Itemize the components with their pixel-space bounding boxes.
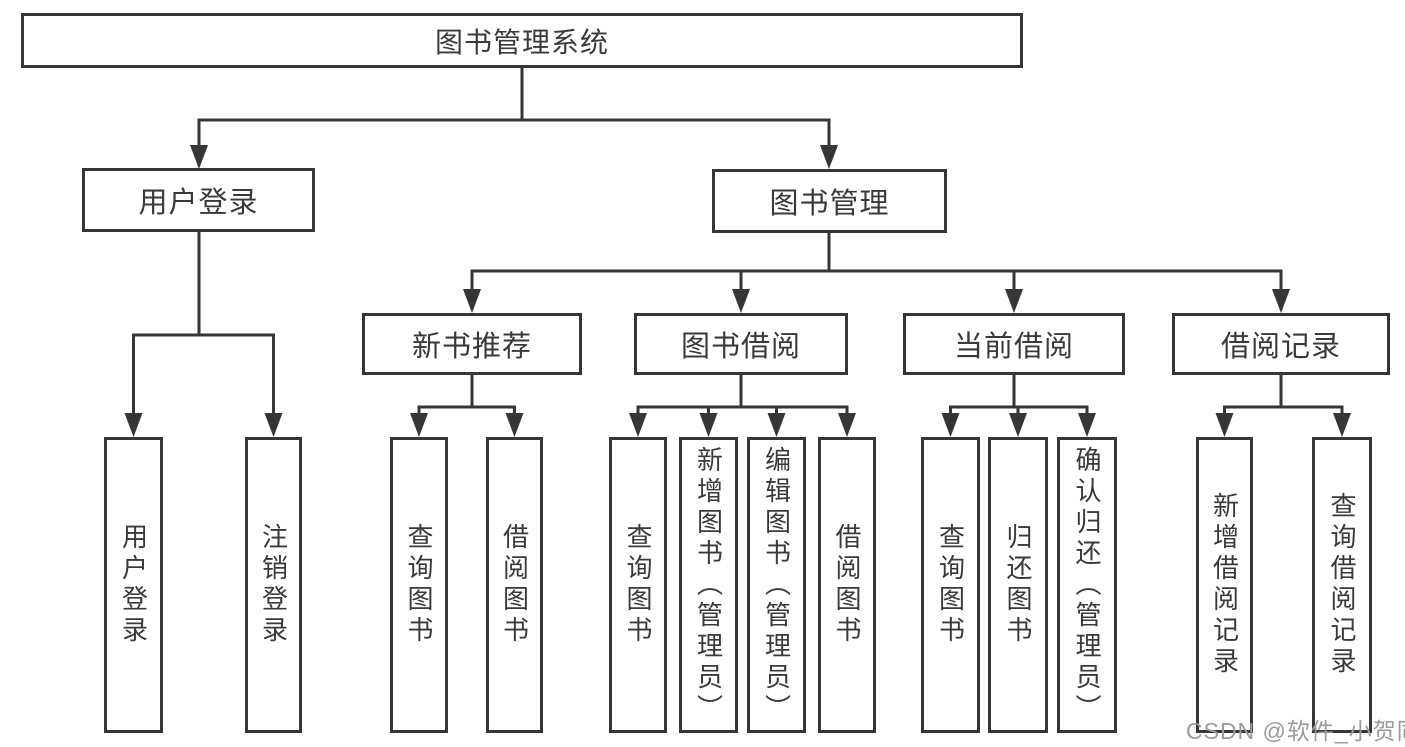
- leaf-label: 借阅图书: [499, 523, 530, 647]
- leaf-add-borrow-record: 新增借阅记录: [1196, 437, 1253, 733]
- leaf-query-borrow-record: 查询借阅记录: [1312, 437, 1372, 733]
- node-label: 图书借阅: [680, 331, 801, 363]
- leaf-add-books-admin: 新增图书（管理员）: [679, 437, 738, 733]
- node-library-management-system: 图书管理系统: [21, 13, 1023, 68]
- connector-root-to-level2: [190, 68, 838, 169]
- leaf-confirm-return-admin: 确认归还（管理员）: [1057, 437, 1117, 733]
- leaf-label: 确认归还（管理员）: [1072, 445, 1102, 725]
- leaf-query-books-current: 查询图书: [921, 437, 980, 733]
- leaf-query-books-borrowing: 查询图书: [609, 437, 667, 733]
- leaf-label: 归还图书: [1003, 523, 1033, 647]
- node-user-login: 用户登录: [82, 168, 315, 232]
- leaf-label: 查询借阅记录: [1327, 492, 1357, 678]
- node-new-book-recommendation: 新书推荐: [362, 313, 582, 375]
- leaf-label: 查询图书: [404, 523, 434, 647]
- leaf-edit-books-admin: 编辑图书（管理员）: [747, 437, 806, 733]
- connector-current-borrow-children: [941, 374, 1096, 437]
- leaf-label: 新增图书（管理员）: [693, 445, 724, 725]
- node-label: 图书管理系统: [434, 26, 609, 58]
- leaf-return-books: 归还图书: [988, 437, 1048, 733]
- connector-book-management-children: [463, 232, 1290, 313]
- connector-borrow-records-children: [1215, 374, 1351, 437]
- leaf-borrow-books-recommend: 借阅图书: [486, 437, 543, 733]
- csdn-watermark: CSDN @软件_小贺同学: [1186, 718, 1405, 744]
- node-book-management: 图书管理: [712, 169, 947, 233]
- connector-book-borrow-children: [629, 374, 856, 437]
- leaf-label: 用户登录: [118, 523, 149, 647]
- leaf-label: 借阅图书: [832, 523, 862, 647]
- connector-new-book-children: [410, 374, 524, 437]
- leaf-borrow-books-borrowing: 借阅图书: [818, 437, 876, 733]
- leaf-label: 新增借阅记录: [1209, 492, 1240, 678]
- connector-user-login-children: [124, 231, 283, 437]
- node-label: 新书推荐: [411, 331, 532, 363]
- node-borrow-records: 借阅记录: [1172, 313, 1390, 375]
- node-label: 当前借阅: [953, 331, 1074, 363]
- node-current-borrowing: 当前借阅: [903, 313, 1125, 375]
- leaf-label: 注销登录: [258, 523, 289, 647]
- node-label: 借阅记录: [1220, 331, 1341, 363]
- leaf-query-books-recommend: 查询图书: [390, 437, 448, 733]
- node-book-borrowing: 图书借阅: [634, 313, 848, 375]
- leaf-label: 查询图书: [623, 523, 653, 647]
- leaf-label: 编辑图书（管理员）: [761, 445, 792, 725]
- node-label: 图书管理: [769, 188, 890, 220]
- leaf-logout: 注销登录: [245, 437, 302, 733]
- node-label: 用户登录: [138, 187, 259, 219]
- leaf-label: 查询图书: [935, 523, 966, 647]
- leaf-user-login: 用户登录: [104, 437, 163, 733]
